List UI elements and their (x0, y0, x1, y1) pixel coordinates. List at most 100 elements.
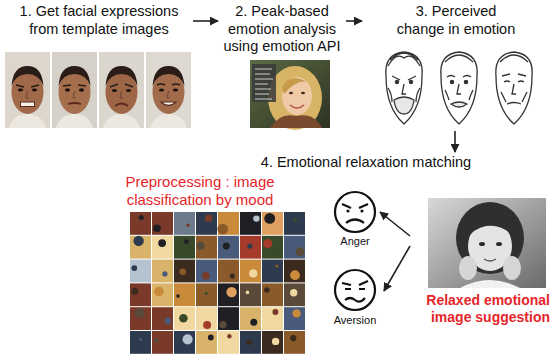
sketch-face-part (392, 76, 416, 80)
face-photo-part (79, 88, 84, 92)
collage-tile (196, 260, 217, 283)
collage-detail (226, 287, 236, 297)
collage-tile (130, 283, 151, 306)
face-photo-part (52, 52, 97, 128)
emotion-icon: Anger (330, 190, 380, 252)
face-photo-part (21, 102, 35, 107)
face-photo-part (68, 103, 81, 104)
collage-detail (162, 271, 167, 276)
collage-tile (240, 236, 261, 259)
sketch-face-part (388, 88, 420, 102)
collage-detail (272, 338, 279, 345)
collage-detail (203, 321, 211, 329)
face-photo-part (59, 66, 91, 86)
sketch-face (496, 52, 532, 124)
collage-tile (152, 212, 173, 235)
collage-tile (262, 307, 283, 330)
node-text: Aversion (326, 314, 384, 327)
sketch-face (386, 52, 422, 124)
sketch-face-part (464, 80, 467, 83)
sketch-face-part (504, 81, 524, 82)
collage-tile (130, 212, 151, 235)
aversion-emoticon-part (342, 281, 368, 285)
child-photo-part (496, 242, 502, 246)
collage-detail (249, 269, 257, 277)
collage-detail (179, 314, 188, 323)
child-photo-part (479, 242, 485, 246)
sketch-face-part (409, 80, 412, 83)
collage-tile (240, 260, 261, 283)
flow-arrow (380, 212, 410, 236)
sketch-face-part (502, 74, 526, 76)
collage-detail (263, 239, 272, 248)
emotion-api-photo-part (268, 66, 322, 130)
collage-tile (152, 236, 173, 259)
emotion-api-photo-part (255, 69, 273, 99)
collage-tile (284, 307, 305, 330)
collage-detail (131, 288, 138, 295)
node-text: 3. Perceived change in emotion (392, 3, 520, 38)
sketch-face-part (500, 55, 528, 62)
collage-detail (134, 308, 144, 318)
collage-detail (223, 242, 230, 249)
collage-detail (253, 215, 259, 221)
collage-detail (247, 243, 252, 248)
emotion-api-photo-part (282, 77, 312, 115)
collage-detail (202, 272, 210, 280)
emotion-api-photo-part (289, 92, 293, 94)
collage-tile (218, 212, 239, 235)
emotion-icon: Aversion (326, 268, 384, 340)
collage-tile (174, 212, 195, 235)
anger-emoticon-part (346, 209, 349, 212)
collage-tile (218, 260, 239, 283)
face-photo-part (110, 84, 133, 87)
face-photo (146, 52, 191, 128)
face-photo-part (73, 91, 76, 98)
sketch-face-part (501, 92, 527, 102)
face-photo-part (112, 89, 117, 92)
collage-detail (131, 265, 137, 271)
collage-tile (130, 331, 151, 354)
node-text: 1. Get facial expressions from template … (5, 3, 193, 38)
emotion-api-photo-part (290, 105, 304, 108)
sketch-face-part (451, 102, 467, 107)
collage-detail (139, 215, 144, 220)
face-photo-part (106, 66, 138, 86)
face-photo-part (167, 91, 170, 98)
child-photo-part (428, 198, 546, 288)
collage-detail (154, 287, 163, 296)
face-photo-part (115, 104, 128, 107)
preprocessing-block: Preprocessing : image classification by … (80, 173, 320, 359)
anger-emoticon-part (342, 204, 368, 208)
sketch-face-part (441, 52, 477, 124)
collage-tile (130, 236, 151, 259)
collage-tile (130, 260, 151, 283)
collage-tile (284, 283, 305, 306)
step-label: 4. Emotional relaxation matching (250, 152, 482, 174)
face-photo (5, 52, 50, 128)
face-photo-part (153, 66, 185, 86)
collage-detail (165, 317, 172, 324)
emotion-sketches (386, 52, 532, 124)
collage-tile (196, 307, 217, 330)
face-photo-part (157, 84, 180, 85)
face-photo-part (26, 91, 29, 98)
face-photo-part (173, 89, 178, 92)
face-photo-part (12, 66, 44, 86)
collage-tile (152, 331, 173, 354)
face-photo-part (9, 114, 46, 128)
face-photo-part (161, 102, 176, 106)
collage-tile (284, 331, 305, 354)
collage-detail (293, 219, 297, 223)
collage-detail (176, 294, 180, 298)
collage-detail (183, 334, 193, 344)
face-photo (52, 52, 97, 128)
collage-detail (264, 213, 275, 224)
collage-detail (133, 236, 143, 246)
sketch-face-part (447, 76, 471, 78)
collage-tile (262, 260, 283, 283)
sketch-face-part (512, 84, 516, 94)
node-text: Anger (330, 235, 380, 248)
collage-detail (292, 309, 300, 317)
child-photo-part (460, 280, 520, 288)
